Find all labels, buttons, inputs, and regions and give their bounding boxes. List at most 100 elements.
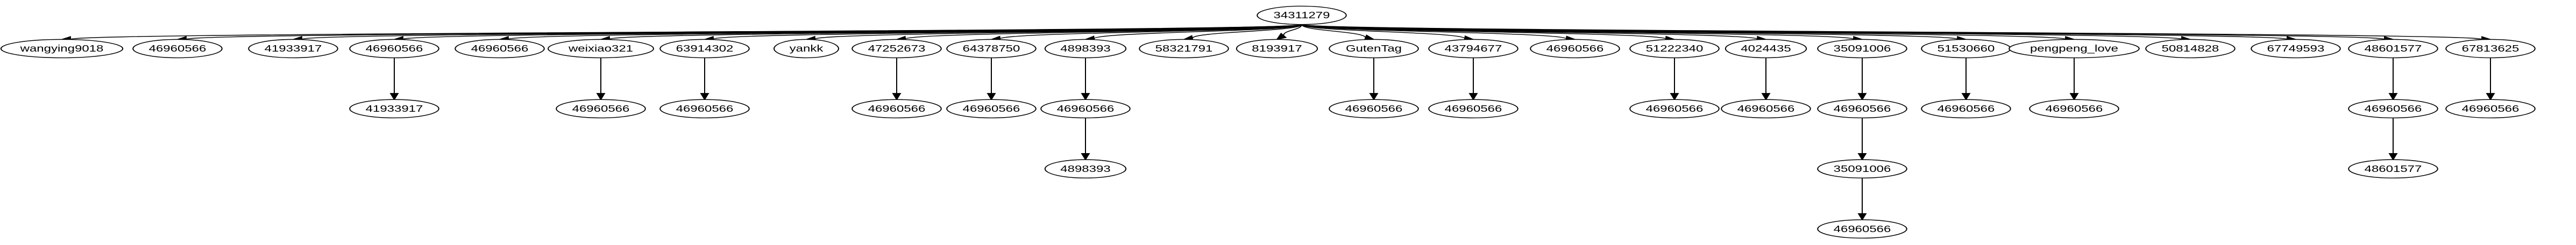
node-label: 46960566 — [149, 44, 207, 54]
node-shape — [2348, 99, 2438, 119]
node-46960566: 46960566 — [556, 99, 646, 119]
edge-arrow — [1468, 57, 1478, 101]
edge-line — [1301, 24, 1567, 40]
node-63914302: 63914302 — [659, 39, 750, 59]
node-shape — [1721, 99, 1811, 119]
node-label: weixiao321 — [568, 44, 633, 54]
node-46960566: 46960566 — [1817, 219, 1907, 239]
edge-arrowhead — [1468, 93, 1478, 101]
node-shape — [2029, 99, 2119, 119]
node-46960566: 46960566 — [1817, 99, 1907, 119]
node-label: 46960566 — [2462, 104, 2520, 114]
node-label: 67813625 — [2462, 44, 2520, 54]
edge-line — [1301, 24, 1366, 38]
node-48601577: 48601577 — [2348, 159, 2438, 179]
edge-arrowhead — [1961, 93, 1971, 101]
node-shape — [1817, 219, 1907, 239]
node-label: 46960566 — [2365, 104, 2422, 114]
node-46960566: 46960566 — [132, 39, 223, 59]
edge-arrowhead — [1670, 93, 1679, 101]
node-shape — [1044, 39, 1127, 59]
node-47252673: 47252673 — [851, 39, 942, 59]
node-label: 46960566 — [2046, 104, 2103, 114]
node-label: 46960566 — [1646, 104, 1704, 114]
node-shape — [659, 39, 750, 59]
node-label: 58321791 — [1155, 44, 1213, 54]
node-51530660: 51530660 — [1921, 39, 2011, 59]
edge-arrowhead — [389, 93, 399, 101]
edge-arrow — [700, 57, 709, 101]
edge-arrowhead — [1081, 93, 1090, 101]
node-label: 46960566 — [1546, 44, 1604, 54]
node-43794677: 43794677 — [1428, 39, 1518, 59]
edge-arrowhead — [1857, 93, 1867, 101]
node-4898393: 4898393 — [1044, 159, 1127, 179]
node-label: 51530660 — [1938, 44, 1995, 54]
node-label: 50814828 — [2162, 44, 2219, 54]
node-shape — [659, 99, 750, 119]
node-46960566: 46960566 — [1530, 39, 1620, 59]
node-label: 46960566 — [1057, 104, 1115, 114]
node-label: 51222340 — [1646, 44, 1704, 54]
node-4024435: 4024435 — [1725, 39, 1807, 59]
node-shape — [1817, 99, 1907, 119]
node-50814828: 50814828 — [2145, 39, 2236, 59]
node-label: 46960566 — [1834, 104, 1891, 114]
edge-arrowhead — [1276, 32, 1287, 40]
node-shape — [2348, 39, 2438, 59]
node-shape — [1044, 159, 1127, 179]
node-shape — [1040, 99, 1131, 119]
node-shape — [2009, 39, 2140, 59]
node-4898393: 4898393 — [1044, 39, 1127, 59]
node-51222340: 51222340 — [1629, 39, 1720, 59]
node-8193917: 8193917 — [1236, 39, 1318, 59]
node-46960566: 46960566 — [349, 39, 439, 59]
node-shape — [946, 39, 1037, 59]
node-shape — [548, 39, 654, 59]
edge-arrow — [596, 57, 606, 101]
node-46960566: 46960566 — [946, 99, 1037, 119]
node-shape — [851, 39, 942, 59]
node-shape — [349, 99, 439, 119]
edge-arrowhead — [2486, 93, 2495, 101]
node-pengpeng-love: pengpeng_love — [2009, 39, 2140, 59]
node-shape — [455, 39, 545, 59]
edge-arrow — [1857, 178, 1867, 221]
node-yankk: yankk — [773, 39, 839, 59]
edge-arrow — [1081, 118, 1090, 161]
node-shape — [1257, 5, 1347, 25]
node-46960566: 46960566 — [659, 99, 750, 119]
edge-arrow — [1276, 24, 1302, 40]
node-gutentag: GutenTag — [1329, 39, 1419, 59]
edge-arrowhead — [1857, 213, 1867, 221]
node-shape — [1817, 159, 1907, 179]
edge-arrow — [892, 57, 902, 101]
edge-arrowhead — [987, 93, 996, 101]
node-shape — [1329, 39, 1419, 59]
node-label: 47252673 — [868, 44, 926, 54]
node-shape — [1530, 39, 1620, 59]
edge-arrowhead — [2388, 153, 2398, 161]
node-label: 35091006 — [1834, 164, 1891, 174]
edge-arrow — [1081, 57, 1090, 101]
edge-arrowhead — [1761, 93, 1771, 101]
edge-arrow — [389, 57, 399, 101]
node-label: pengpeng_love — [2030, 44, 2118, 54]
node-label: 35091006 — [1834, 44, 1891, 54]
node-label: 34311279 — [1274, 10, 1330, 20]
edge-arrowhead — [892, 93, 902, 101]
node-48601577: 48601577 — [2348, 39, 2438, 59]
node-label: 46960566 — [471, 44, 529, 54]
node-46960566: 46960566 — [1921, 99, 2011, 119]
node-46960566: 46960566 — [2445, 99, 2536, 119]
node-shape — [1139, 39, 1229, 59]
node-label: 46960566 — [868, 104, 926, 114]
node-46960566: 46960566 — [1629, 99, 1720, 119]
node-shape — [1725, 39, 1807, 59]
node-35091006: 35091006 — [1817, 159, 1907, 179]
node-shape — [1921, 99, 2011, 119]
edge-line — [1301, 24, 2067, 40]
node-label: 41933917 — [265, 44, 322, 54]
node-shape — [2145, 39, 2236, 59]
